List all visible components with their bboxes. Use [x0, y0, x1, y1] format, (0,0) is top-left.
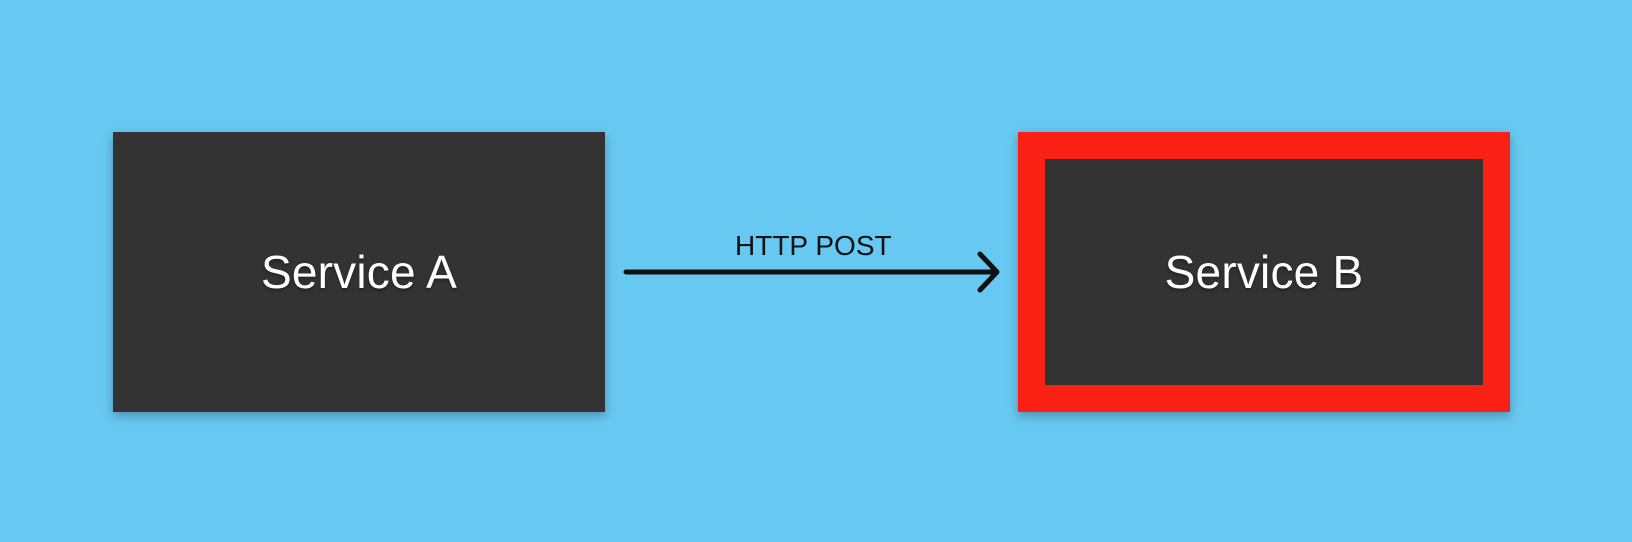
arrowhead-icon — [977, 251, 1000, 293]
service-a-label: Service A — [260, 246, 458, 298]
service-a-node: Service A — [113, 132, 605, 412]
service-b-node: Service B — [1018, 132, 1510, 412]
edge-label: HTTP POST — [735, 230, 892, 261]
service-b-label: Service B — [1164, 246, 1364, 298]
